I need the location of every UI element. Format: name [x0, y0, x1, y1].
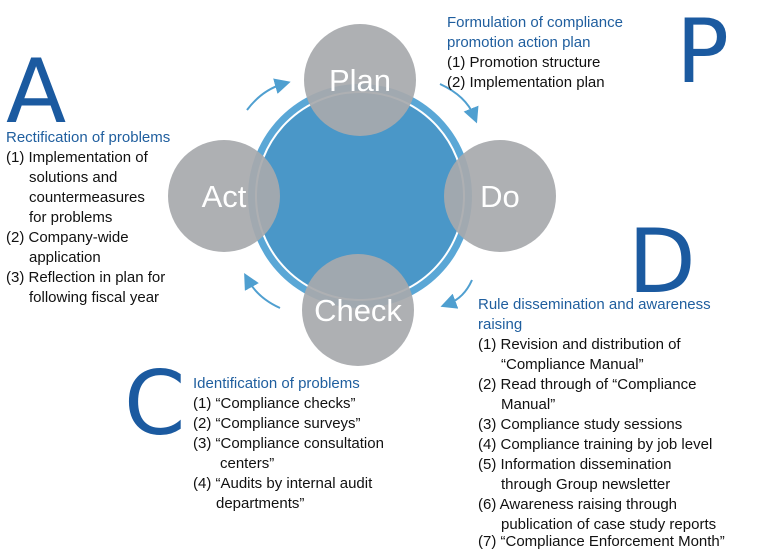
node-act-label: Act	[202, 179, 247, 214]
c-item-4: (4) “Audits by internal audit	[193, 475, 373, 492]
d-item-3: (3) Compliance study sessions	[478, 416, 683, 433]
node-act: Act	[168, 140, 280, 252]
d-item-6-cont: publication of case study reports	[501, 516, 717, 533]
a-item-1-cont-2: countermeasures	[29, 189, 145, 206]
a-item-1-cont-1: solutions and	[29, 169, 118, 186]
letter-d: D	[628, 210, 696, 313]
letter-p: P	[676, 0, 730, 103]
p-item-2: (2) Implementation plan	[447, 74, 605, 91]
arrow-check-to-act	[244, 273, 281, 309]
node-plan: Plan	[304, 24, 416, 136]
d-item-5-cont: through Group newsletter	[501, 476, 671, 493]
node-check-label: Check	[314, 293, 402, 328]
d-heading-line-2: raising	[478, 316, 523, 333]
a-heading: Rectification of problems	[6, 129, 171, 146]
d-item-2-cont: Manual”	[501, 396, 556, 413]
d-item-5: (5) Information dissemination	[478, 456, 672, 473]
arrow-act-to-plan	[246, 78, 291, 111]
arrow-do-to-check	[440, 279, 473, 309]
node-do: Do	[444, 140, 556, 252]
d-item-7: (7) “Compliance Enforcement Month”	[478, 533, 725, 550]
p-heading-line-2: promotion action plan	[447, 34, 591, 51]
letter-a: A	[6, 40, 67, 143]
a-item-3: (3) Reflection in plan for	[6, 269, 166, 286]
c-heading: Identification of problems	[193, 375, 360, 392]
p-item-1: (1) Promotion structure	[447, 54, 601, 71]
d-item-2: (2) Read through of “Compliance	[478, 376, 697, 393]
c-item-3-cont: centers”	[220, 455, 275, 472]
a-item-1-cont-3: for problems	[29, 209, 113, 226]
node-do-label: Do	[480, 179, 520, 214]
arrow-plan-to-do	[439, 83, 479, 124]
d-heading-line-1: Rule dissemination and awareness	[478, 296, 711, 313]
d-item-1: (1) Revision and distribution of	[478, 336, 681, 353]
a-item-2-cont: application	[29, 249, 101, 266]
c-item-3: (3) “Compliance consultation	[193, 435, 384, 452]
a-item-1: (1) Implementation of	[6, 149, 148, 166]
a-item-2: (2) Company-wide	[6, 229, 129, 246]
c-item-2: (2) “Compliance surveys”	[193, 415, 361, 432]
p-heading-line-1: Formulation of compliance	[447, 14, 623, 31]
node-check: Check	[302, 254, 414, 366]
node-plan-label: Plan	[329, 63, 391, 98]
c-item-4-cont: departments”	[216, 495, 305, 512]
d-item-4: (4) Compliance training by job level	[478, 436, 713, 453]
d-item-6: (6) Awareness raising through	[478, 496, 677, 513]
c-item-1: (1) “Compliance checks”	[193, 395, 356, 412]
a-item-3-cont: following fiscal year	[29, 289, 160, 306]
letter-c: C	[124, 352, 186, 455]
d-item-1-cont: “Compliance Manual”	[501, 356, 644, 373]
